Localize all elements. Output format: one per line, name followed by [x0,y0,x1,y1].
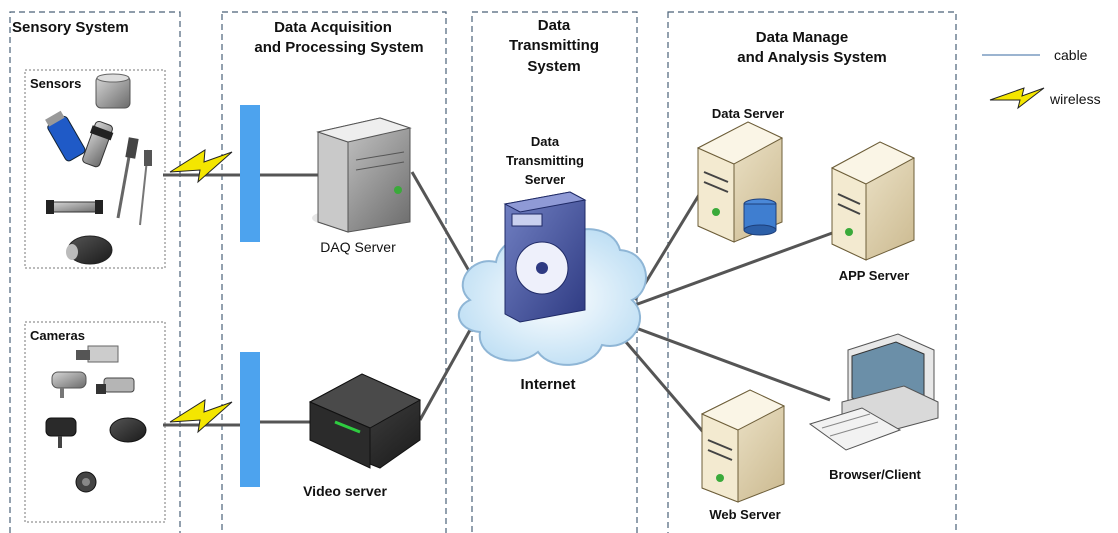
web-server-label: Web Server [709,507,780,522]
data-transmitting-server-icon [503,191,587,323]
data-server-label: Data Server [712,106,784,121]
sensors-label: Sensors [30,76,81,91]
sensory-section-border [9,11,181,533]
wireless-bolt-cameras [169,399,233,434]
sensors-group-border [24,69,166,269]
encoder-icon [66,235,113,265]
proximity-sensor-icon [45,110,86,162]
mini-camera-icon [75,471,97,493]
displacement-probe-icon [116,137,152,226]
dts-label-line2: Transmitting [506,153,584,168]
load-cell-icon [95,73,131,109]
daq-network-bar-bottom [240,352,260,487]
daq-server-label: DAQ Server [320,239,396,255]
ir-camera-icon [45,417,77,448]
app-server-icon [830,141,916,261]
manage-section-border [667,11,957,533]
legend-wireless-label: wireless [1049,91,1101,107]
legend: cable wireless [982,47,1101,110]
box-camera-icon [76,345,119,363]
transmit-title-line1: Data [538,17,571,34]
daq-section-border [221,11,447,533]
outdoor-camera-icon [96,377,135,394]
dome-camera-icon [109,417,147,443]
manage-title-line1: Data Manage [756,29,849,46]
dts-label-line1: Data [531,134,560,149]
cameras-label: Cameras [30,328,85,343]
transmit-title-line2: Transmitting [509,37,599,54]
internet-label: Internet [520,376,575,393]
daq-network-bar-top [240,105,260,242]
transmit-title-line3: System [527,58,580,75]
manage-title-line2: and Analysis System [737,49,887,66]
daq-title-line2: and Processing System [254,39,423,56]
daq-title-line1: Data Acquisition [274,19,392,36]
linear-sensor-icon [46,200,103,214]
data-server-icon [696,121,784,243]
dts-label-line3: Server [525,172,565,187]
pressure-sensor-icon [82,120,114,168]
web-server-icon [700,389,786,503]
bullet-camera-icon [51,371,87,398]
cameras-group-border [24,321,166,523]
legend-wireless-icon [989,87,1045,110]
wireless-bolt-sensors [169,149,233,184]
app-server-label: APP Server [839,268,910,283]
video-server-label: Video server [303,483,387,499]
daq-server-icon [312,117,412,233]
browser-client-icon [808,333,939,451]
sensory-title: Sensory System [12,19,129,36]
legend-cable-label: cable [1054,47,1088,63]
browser-client-label: Browser/Client [829,467,921,482]
cables [163,171,836,441]
video-server-icon [308,373,422,469]
sensor-devices [45,73,152,265]
camera-devices [45,345,147,493]
